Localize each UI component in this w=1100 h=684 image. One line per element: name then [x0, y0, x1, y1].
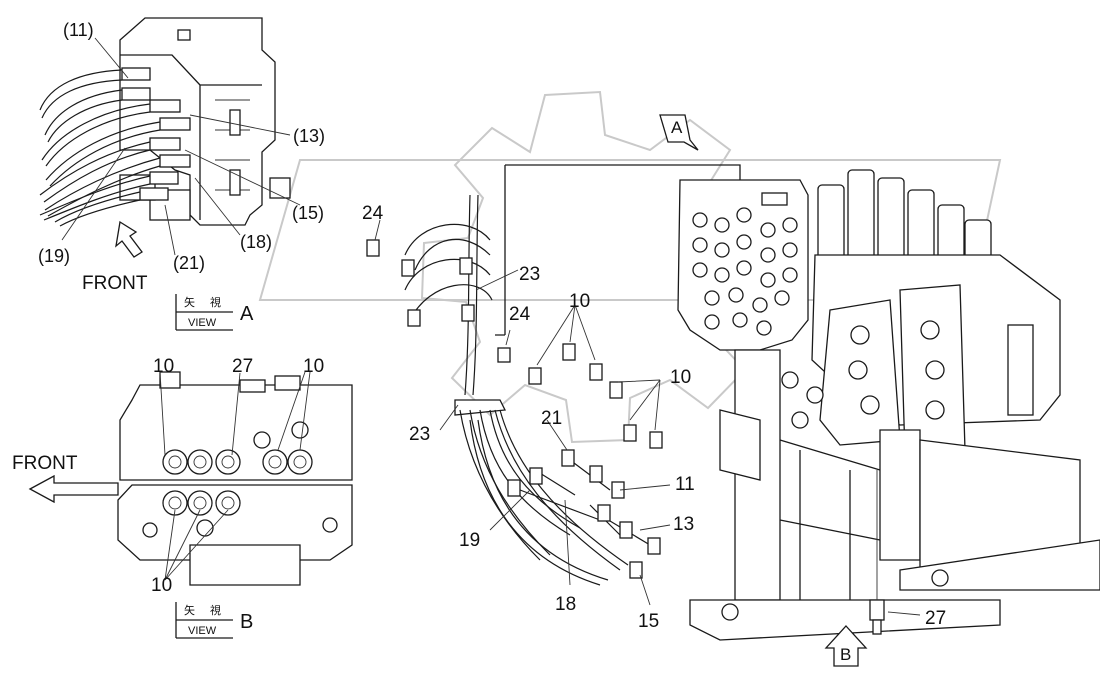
- main-callout-27: 27: [925, 608, 946, 629]
- fitting-icon: [142, 421, 338, 538]
- view-b-label: 矢 視 VIEW B: [175, 602, 253, 639]
- inset-callout-15: (15): [292, 203, 324, 223]
- view-arrow-icon: [659, 114, 699, 151]
- view-a-kanji: 矢 視: [184, 295, 227, 309]
- view-callout-10-right: 10: [303, 356, 324, 377]
- arrow-a-letter: A: [671, 118, 683, 137]
- main-callout-19: 19: [459, 530, 480, 551]
- inset-valve-drawing: [39, 17, 301, 256]
- view-a-label: 矢 視 VIEW A: [175, 294, 254, 331]
- view-b-letter: B: [240, 611, 253, 633]
- hose-assembly-drawing: [366, 164, 741, 606]
- view-callout-10-bottom: 10: [151, 575, 172, 596]
- view-a-drawing: [117, 371, 353, 586]
- main-callout-23-top: 23: [519, 264, 540, 285]
- view-b-kanji: 矢 視: [184, 603, 227, 617]
- main-callout-10-left: 10: [569, 291, 590, 312]
- control-valve-drawing: [677, 169, 1100, 641]
- main-callout-13: 13: [673, 514, 694, 535]
- front-arrow-icon: [28, 474, 119, 504]
- fitting-icon: [121, 67, 191, 201]
- fitting-icon: [366, 239, 663, 579]
- fitting-icon: [692, 207, 798, 336]
- inset-callout-13: (13): [293, 126, 325, 146]
- inset-callout-11: (11): [63, 20, 94, 40]
- view-a-front-label: FRONT: [12, 453, 78, 474]
- main-callout-23-bottom: 23: [409, 424, 430, 445]
- main-callout-18: 18: [555, 594, 576, 615]
- view-callout-10-left: 10: [153, 356, 174, 377]
- view-callout-27: 27: [232, 356, 253, 377]
- main-callout-11: 11: [675, 474, 695, 495]
- view-b-word: VIEW: [188, 625, 217, 637]
- view-a-word: VIEW: [188, 317, 217, 329]
- view-arrow-icon: [824, 625, 868, 667]
- arrow-b-letter: B: [840, 645, 851, 664]
- inset-callout-18: (18): [240, 232, 272, 252]
- inset-front-label: FRONT: [82, 273, 148, 294]
- view-a-letter: A: [240, 303, 254, 325]
- main-callout-21: 21: [541, 408, 562, 429]
- main-callout-24-mid: 24: [509, 304, 531, 325]
- inset-callout-19: (19): [38, 246, 70, 266]
- main-callout-15: 15: [638, 611, 659, 632]
- inset-callout-21: (21): [173, 253, 205, 273]
- main-callout-24-top: 24: [362, 203, 384, 224]
- front-arrow-icon: [115, 220, 143, 258]
- main-callout-10-right: 10: [670, 367, 691, 388]
